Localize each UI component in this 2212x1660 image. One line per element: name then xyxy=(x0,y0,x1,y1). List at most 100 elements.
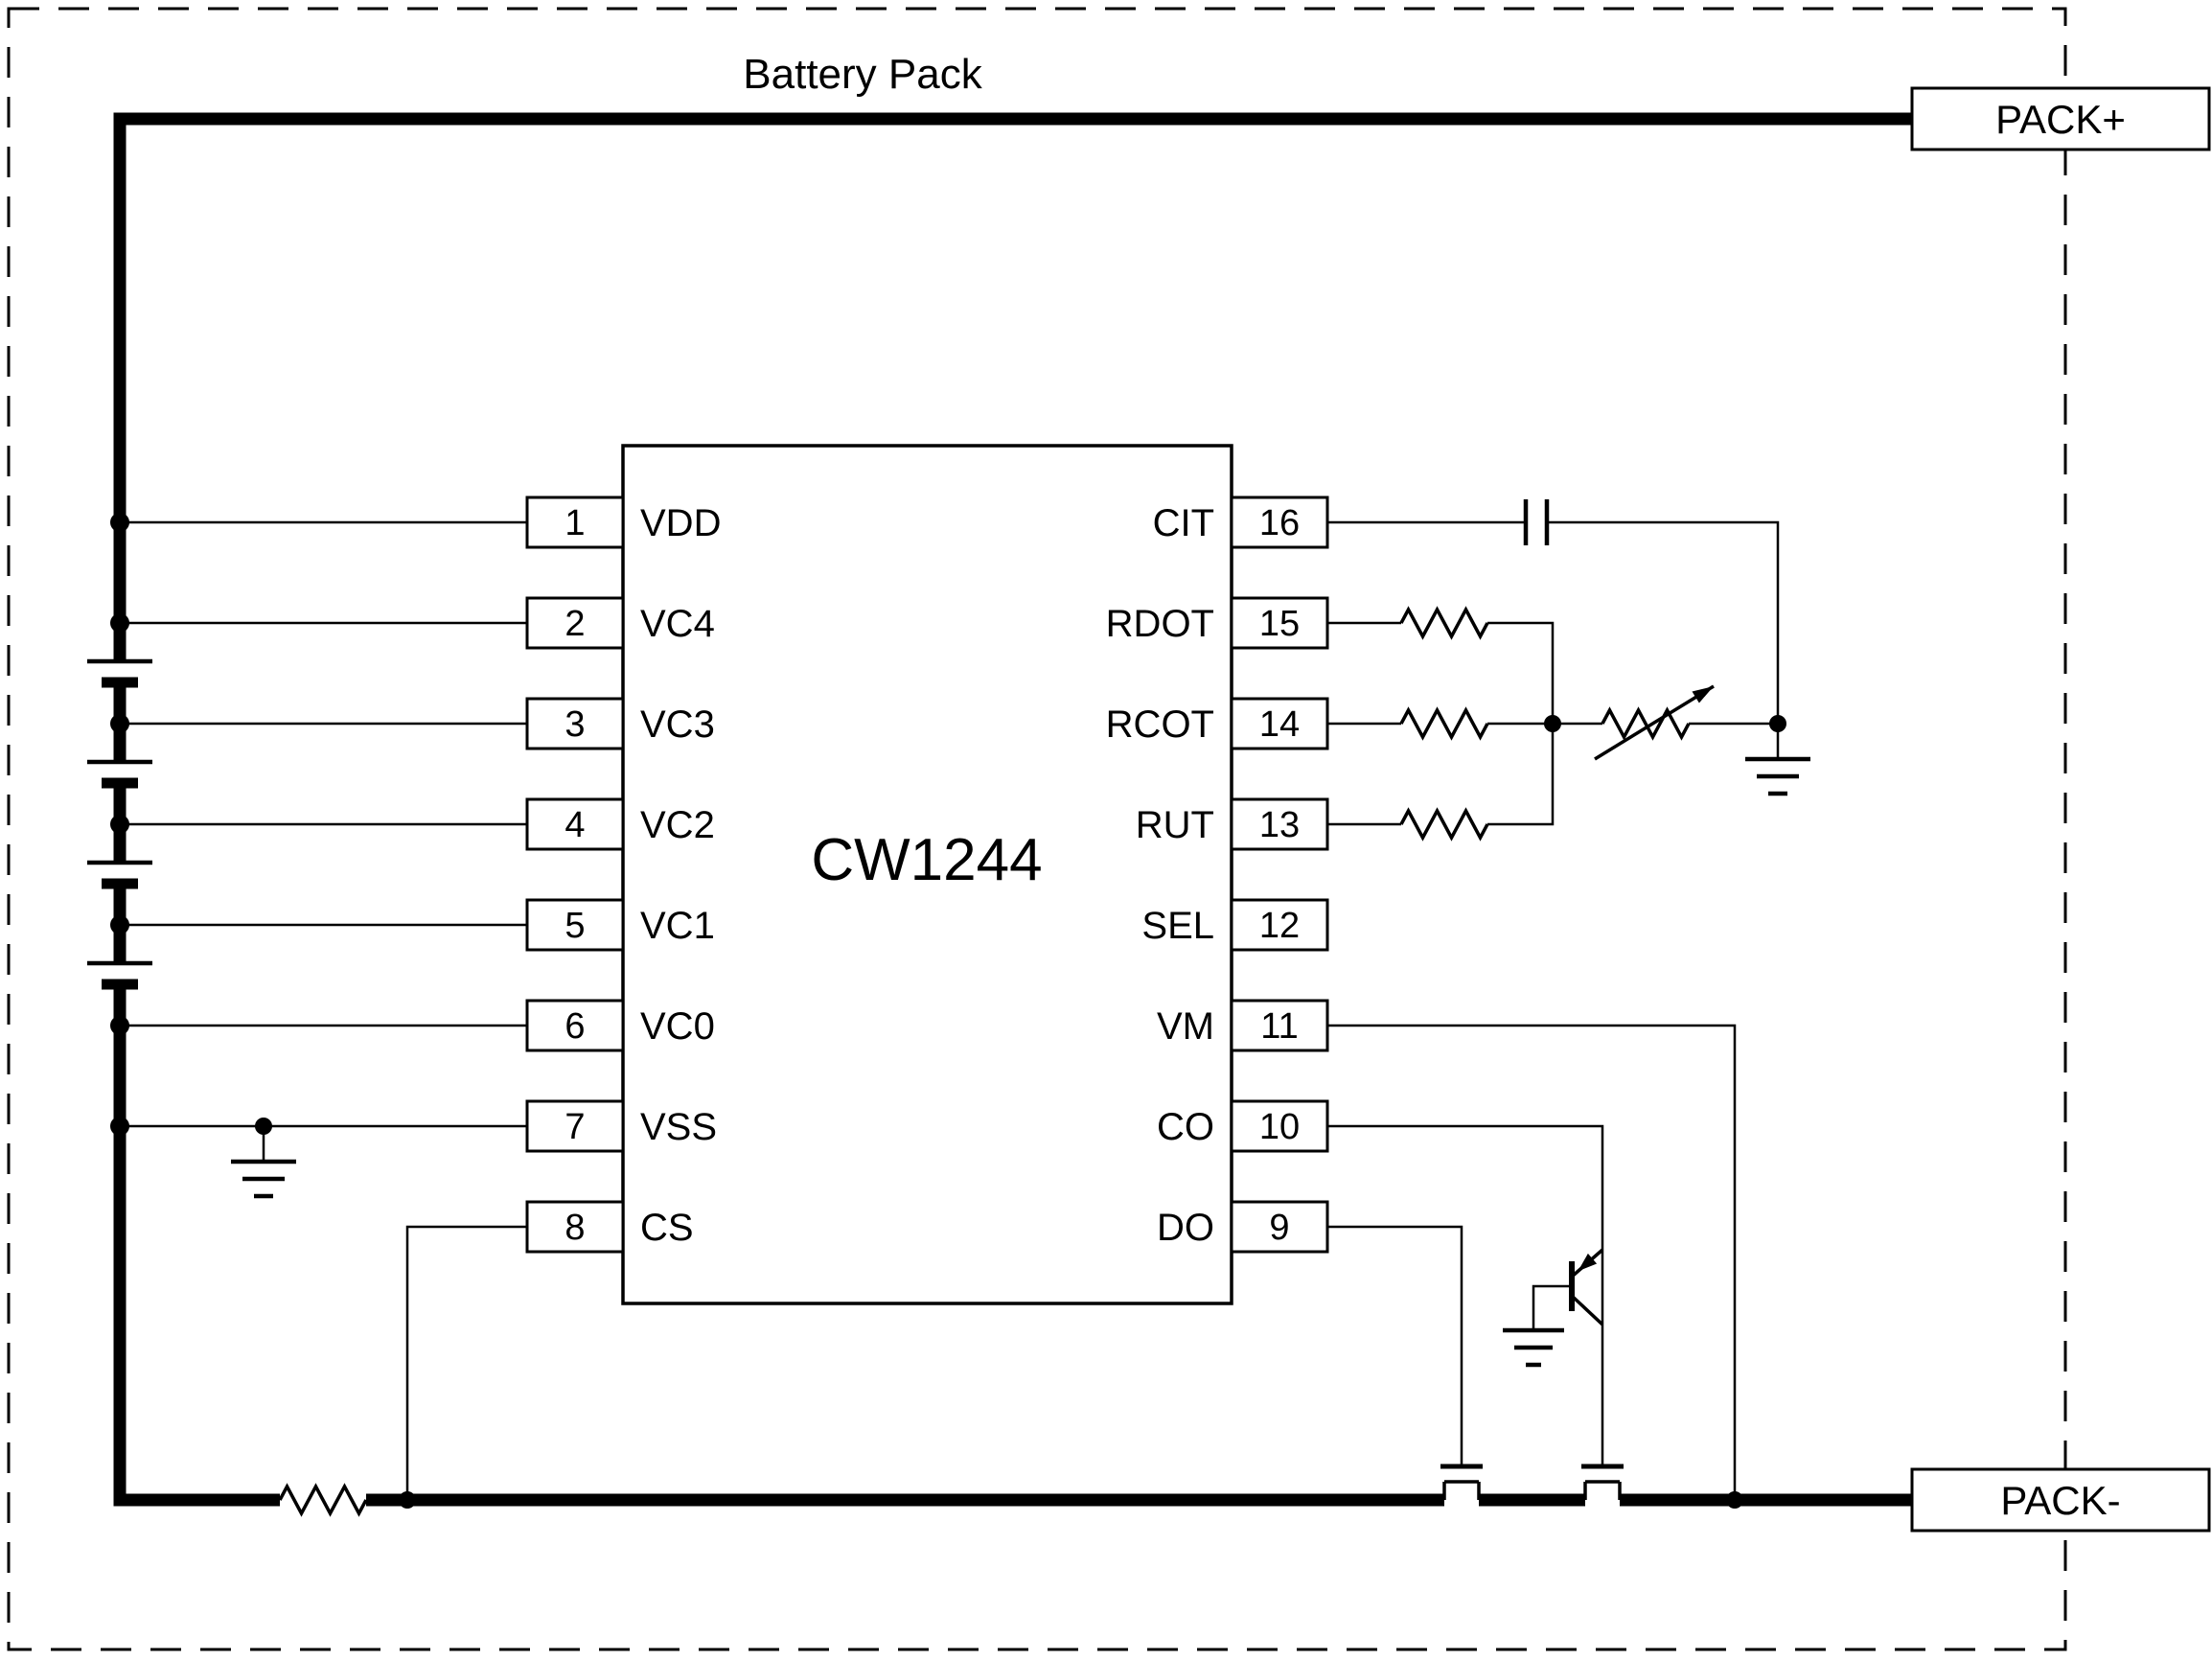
pack-plus-terminal: PACK+ xyxy=(1910,86,2211,151)
junction-dot xyxy=(110,513,129,532)
pin-box xyxy=(525,1099,625,1153)
pin-box xyxy=(525,697,625,750)
pin-number: 13 xyxy=(1259,805,1300,845)
pin-9-do: 9 DO xyxy=(1157,1200,1329,1254)
pin-box xyxy=(525,1200,625,1254)
pin-13-rut: 13 RUT xyxy=(1136,797,1329,851)
junction-dot xyxy=(1769,715,1786,732)
junction-dot xyxy=(1726,1491,1743,1509)
discharge-mosfet xyxy=(1440,1464,1483,1500)
pin-number: 15 xyxy=(1259,604,1300,644)
pin-name: VC1 xyxy=(640,905,715,947)
pin-name: SEL xyxy=(1141,905,1214,947)
pin-1-vdd: 1 VDD xyxy=(525,496,721,549)
pin-name: VDD xyxy=(640,502,721,544)
pin-name: VC4 xyxy=(640,603,715,645)
pin-number: 7 xyxy=(565,1107,585,1147)
pin-7-vss: 7 VSS xyxy=(525,1099,717,1153)
co-trace xyxy=(1327,1124,1604,1466)
co-transistor xyxy=(1503,1248,1604,1368)
rdot-resistor-icon xyxy=(1399,606,1489,640)
pin-number: 5 xyxy=(565,906,585,946)
junction-dot xyxy=(1544,715,1561,732)
pin-box xyxy=(1230,898,1329,952)
pin-name: VC3 xyxy=(640,703,715,746)
pin-name: CS xyxy=(640,1207,694,1249)
pin-2-vc4: 2 VC4 xyxy=(525,596,715,650)
vm-trace xyxy=(1327,1024,1737,1500)
junction-dot xyxy=(399,1491,416,1509)
pack-minus-terminal: PACK- xyxy=(1910,1467,2211,1533)
cs-trace xyxy=(405,1225,527,1500)
pin-box xyxy=(525,596,625,650)
junction-dots xyxy=(110,513,1786,1509)
negative-rail-left xyxy=(113,984,280,1507)
pin-4-vc2: 4 VC2 xyxy=(525,797,715,851)
ic-body xyxy=(621,444,1233,1305)
pin-number: 10 xyxy=(1259,1107,1300,1147)
cit-wire-right xyxy=(1547,520,1780,724)
thermistor-network xyxy=(1327,606,1810,842)
pin-number: 11 xyxy=(1260,1006,1298,1047)
pin-16-cit: 16 CIT xyxy=(1153,496,1329,549)
left-pins: 1 VDD 2 VC4 3 VC3 4 VC2 5 VC1 6 VC0 xyxy=(525,496,721,1254)
pin-name: RCOT xyxy=(1106,703,1214,746)
pin-box xyxy=(525,496,625,549)
thermistor-icon xyxy=(1601,706,1691,741)
ic-cw1244: CW1244 xyxy=(621,444,1233,1305)
pin-6-vc0: 6 VC0 xyxy=(525,999,715,1052)
rdot-wire-to-node xyxy=(1487,621,1555,724)
pack-minus-box xyxy=(1910,1467,2211,1533)
rut-wire-to-node xyxy=(1487,724,1555,826)
pin-name: VM xyxy=(1157,1005,1214,1048)
pin-15-rdot: 15 RDOT xyxy=(1106,596,1329,650)
pack-plus-box xyxy=(1910,86,2211,151)
junction-dot xyxy=(110,714,129,733)
pin-number: 8 xyxy=(565,1208,585,1248)
pin-number: 6 xyxy=(565,1006,585,1047)
pin-name: VSS xyxy=(640,1106,717,1148)
pin-3-vc3: 3 VC3 xyxy=(525,697,715,750)
pin-12-sel: 12 SEL xyxy=(1141,898,1329,952)
junction-dot xyxy=(110,613,129,633)
pin-10-co: 10 CO xyxy=(1157,1099,1329,1153)
junction-dot xyxy=(110,1016,129,1035)
pack-minus-label: PACK- xyxy=(2000,1478,2120,1523)
terminals: PACK+ PACK- xyxy=(1910,86,2211,1533)
pin-name: DO xyxy=(1157,1207,1214,1249)
rut-resistor-icon xyxy=(1399,807,1489,842)
power-rails xyxy=(113,112,1912,1507)
do-trace xyxy=(1327,1225,1463,1466)
vss-ground xyxy=(231,1126,296,1199)
junction-dot xyxy=(110,915,129,934)
thermistor-arrowhead-icon xyxy=(1692,686,1714,703)
pack-plus-label: PACK+ xyxy=(1995,97,2126,142)
cs-sense-network xyxy=(278,1225,527,1517)
pin-number: 3 xyxy=(565,704,585,745)
pin-name: RDOT xyxy=(1106,603,1214,645)
junction-dot xyxy=(255,1118,272,1135)
transistor-base-wire xyxy=(1532,1284,1572,1330)
pin-name: CIT xyxy=(1153,502,1214,544)
pin-name: RUT xyxy=(1136,804,1214,846)
pin-box xyxy=(525,898,625,952)
pin-name: VC0 xyxy=(640,1005,715,1048)
thermistor-arrow-icon xyxy=(1594,684,1715,761)
pin-box xyxy=(1230,496,1329,549)
pin-11-vm: 11 VM xyxy=(1157,999,1329,1052)
junction-dot xyxy=(110,1117,129,1136)
pin-number: 1 xyxy=(565,503,585,543)
pin-name: VC2 xyxy=(640,804,715,846)
pin-number: 14 xyxy=(1259,704,1300,745)
cit-capacitor-network xyxy=(1327,499,1780,724)
pin-number: 12 xyxy=(1259,906,1300,946)
pin-name: CO xyxy=(1157,1106,1214,1148)
pin-box xyxy=(1230,1200,1329,1254)
pin-5-vc1: 5 VC1 xyxy=(525,898,715,952)
pin-number: 2 xyxy=(565,604,585,644)
pin-number: 16 xyxy=(1259,503,1300,543)
positive-rail xyxy=(113,112,1912,661)
pin-14-rcot: 14 RCOT xyxy=(1106,697,1329,750)
